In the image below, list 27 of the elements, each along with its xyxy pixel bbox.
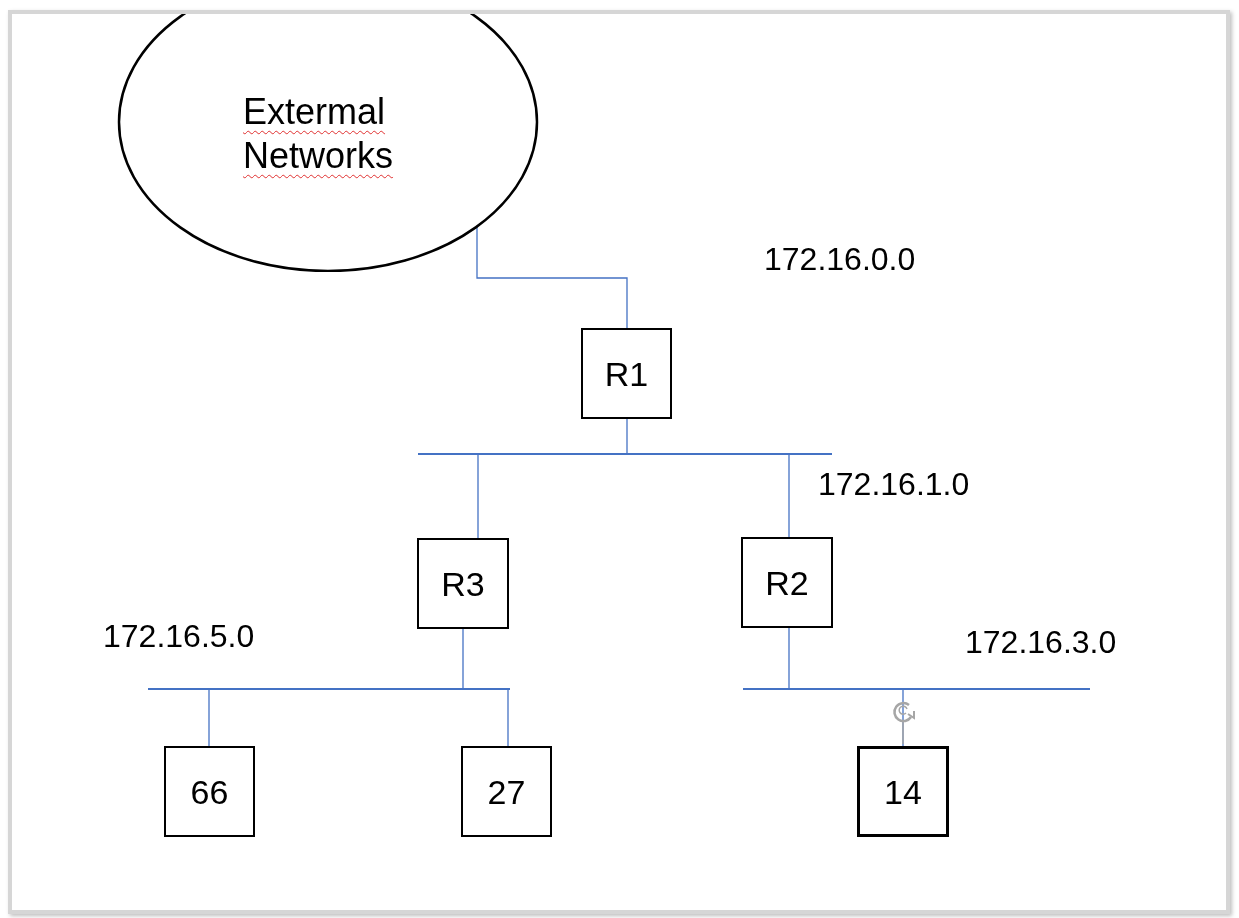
- connector-line: [626, 418, 628, 454]
- node-label: R1: [604, 356, 649, 391]
- connector-line: [477, 454, 479, 539]
- router-box: [741, 537, 833, 628]
- router-box: [461, 746, 552, 837]
- node-label: 66: [190, 774, 229, 809]
- network-address: 172.16.5.0: [103, 620, 255, 652]
- connector-line: [476, 226, 628, 329]
- node-label: 14: [884, 774, 922, 809]
- network-address: 172.16.1.0: [818, 468, 970, 500]
- connector-line: [788, 454, 790, 538]
- connector-line: [788, 627, 790, 689]
- connector-line: [462, 628, 464, 689]
- network-address: 172.16.3.0: [965, 626, 1117, 658]
- node-label: 27: [487, 774, 526, 809]
- cloud-label: Extermal Networks: [243, 90, 395, 178]
- connector-line: [507, 689, 509, 747]
- connector-line: [208, 689, 210, 747]
- node-label: R3: [441, 566, 485, 601]
- node-label: R2: [765, 565, 809, 600]
- router-box: [417, 538, 509, 629]
- host-box: [857, 746, 949, 837]
- network-bus-line: [418, 453, 832, 455]
- network-bus-line: [148, 688, 510, 690]
- router-box: [581, 328, 672, 419]
- router-box: [164, 746, 255, 837]
- network-bus-line: [743, 688, 1090, 690]
